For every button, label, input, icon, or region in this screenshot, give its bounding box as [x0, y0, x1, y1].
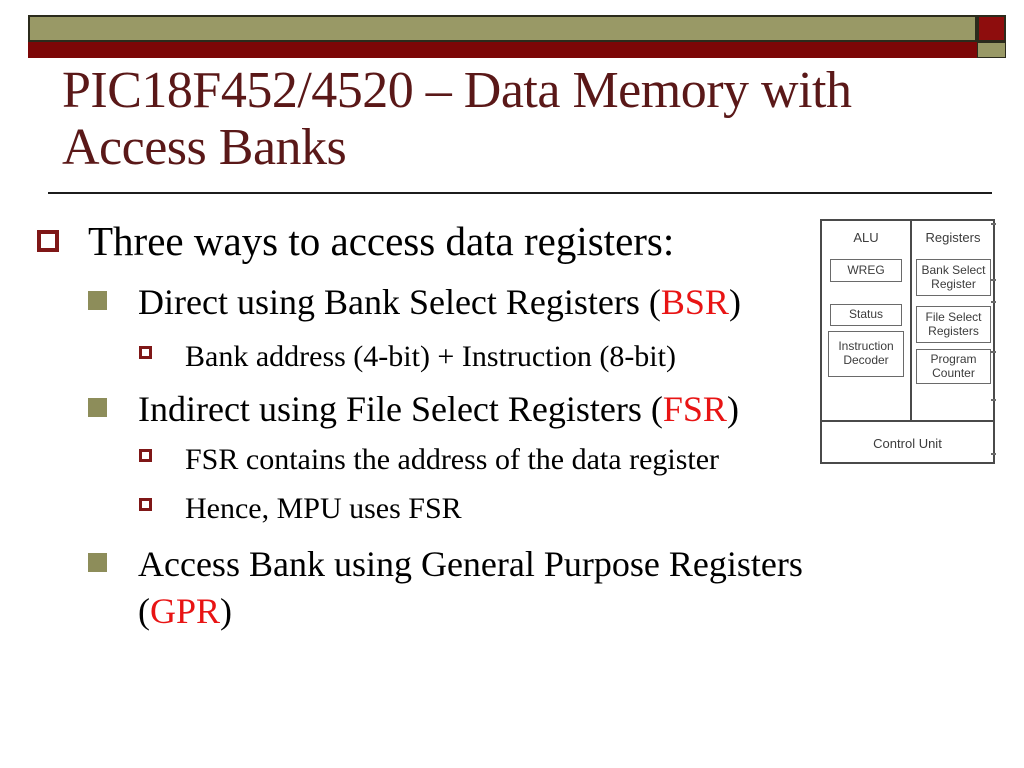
slide-title: PIC18F452/4520 – Data Memory with Access… [62, 62, 992, 176]
filled-square-bullet-icon [88, 553, 107, 572]
mpu-block-diagram: ALU Registers WREG Status Instruction De… [820, 219, 996, 464]
bullet-text-pre: Direct using Bank Select Registers ( [138, 282, 661, 322]
diagram-box-status: Status [830, 304, 902, 326]
diagram-box-instruction-decoder: Instruction Decoder [828, 331, 904, 377]
bullet-text-post: ) [726, 389, 739, 429]
title-underline-rule [48, 192, 992, 194]
bullet-text: Three ways to access data registers: [88, 218, 675, 264]
bullet-row-direct-bsr: Direct using Bank Select Registers (BSR) [88, 279, 741, 326]
filled-square-bullet-icon [88, 291, 107, 310]
diagram-edge-tick [991, 399, 996, 401]
bullet-text-pre: Access Bank using General Purpose Regist… [138, 544, 803, 631]
bullet-text: Indirect using File Select Registers (FS… [138, 386, 739, 433]
hollow-square-bullet-icon [139, 449, 152, 462]
bullet-row-access-gpr: Access Bank using General Purpose Regist… [88, 541, 868, 635]
bullet-text-post: ) [728, 282, 741, 322]
bullet-text: Direct using Bank Select Registers (BSR) [138, 279, 741, 326]
diagram-column-divider [910, 221, 912, 420]
bullet-row-indirect-fsr: Indirect using File Select Registers (FS… [88, 386, 739, 433]
bullet-row-hence-mpu: Hence, MPU uses FSR [139, 490, 462, 528]
header-olive-bar [28, 15, 977, 42]
diagram-edge-tick [991, 351, 996, 353]
diagram-edge-tick [991, 301, 996, 303]
hollow-square-bullet-icon [139, 346, 152, 359]
slide-title-line1: PIC18F452/4520 – Data Memory with [62, 62, 852, 119]
diagram-control-unit-label: Control Unit [873, 435, 942, 451]
header-red-bar [28, 42, 977, 58]
diagram-box-program-counter: Program Counter [916, 349, 991, 384]
bullet-row-bank-address: Bank address (4-bit) + Instruction (8-bi… [139, 338, 676, 376]
header-red-square [977, 15, 1006, 42]
bullet-row-three-ways: Three ways to access data registers: [37, 216, 674, 267]
header-olive-square [977, 42, 1006, 58]
bullet-accent-gpr: GPR [150, 590, 221, 631]
bullet-accent-fsr: FSR [662, 389, 727, 429]
diagram-edge-tick [991, 279, 996, 281]
bullet-row-fsr-contains: FSR contains the address of the data reg… [139, 441, 719, 479]
diagram-box-wreg: WREG [830, 259, 902, 282]
diagram-edge-tick [991, 223, 996, 225]
diagram-control-unit-divider [822, 420, 993, 422]
bullet-text-pre: Indirect using File Select Registers ( [138, 389, 663, 429]
bullet-text: FSR contains the address of the data reg… [185, 443, 720, 476]
bullet-text-post: ) [220, 590, 233, 631]
diagram-box-bank-select-register: Bank Select Register [916, 259, 991, 296]
slide-title-line2: Access Banks [62, 119, 347, 176]
diagram-box-file-select-registers: File Select Registers [916, 306, 991, 343]
bullet-accent-bsr: BSR [660, 282, 729, 322]
hollow-square-bullet-icon [139, 498, 152, 511]
bullet-text: Hence, MPU uses FSR [185, 492, 462, 525]
diagram-alu-header: ALU [853, 230, 879, 245]
diagram-registers-header: Registers [925, 230, 981, 245]
hollow-square-bullet-icon [37, 230, 59, 252]
filled-square-bullet-icon [88, 398, 107, 417]
bullet-text: Bank address (4-bit) + Instruction (8-bi… [185, 340, 676, 373]
diagram-edge-tick [991, 453, 996, 455]
bullet-text: Access Bank using General Purpose Regist… [138, 541, 868, 635]
